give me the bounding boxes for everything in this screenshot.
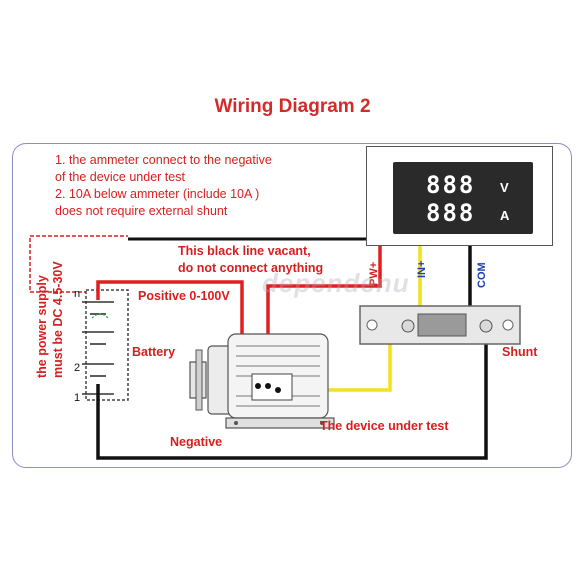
com-pin-label: COM [476,262,488,288]
current-digits: 888 [426,199,476,227]
power-supply-outline [29,235,128,293]
shunt-component [359,305,521,345]
battery-green-dash [91,313,109,319]
device-under-test-motor [189,333,335,429]
device-under-test-label: The device under test [320,419,449,433]
black-line-note-line: do not connect anything [178,261,324,275]
black-line-note: This black line vacant, do not connect a… [178,243,323,277]
battery-label: Battery [132,345,176,359]
note-line: 1. the ammeter connect to the negative [55,153,272,167]
black-line-note-line: This black line vacant, [178,244,311,258]
power-supply-line: must be DC 4.5-30V [51,261,65,378]
negative-label: Negative [170,435,223,449]
watermark: dependenu [262,268,410,298]
diagram-frame [12,143,572,468]
volt-unit: V [500,180,509,195]
diagram-title: Wiring Diagram 2 [214,96,371,117]
positive-label: Positive 0-100V [138,289,230,303]
meter-display [393,162,533,234]
voltage-digits: 888 [426,171,476,199]
battery-mark-n: n [74,288,81,300]
note-line: 2. 10A below ammeter (include 10A ) [55,187,260,201]
notes-block: 1. the ammeter connect to the negative o… [55,152,272,220]
battery-body [85,289,129,401]
shunt-label: Shunt [502,345,538,359]
in-pin-label: IN+ [416,260,428,278]
battery-mark-2: 2 [74,362,81,374]
note-line: of the device under test [55,170,185,184]
power-supply-line: the power supply [35,275,49,378]
battery-mark-1: 1 [74,392,81,404]
note-line: does not require external shunt [55,204,228,218]
negative-wire [96,330,488,460]
amp-unit: A [500,208,510,223]
power-supply-label: the power supply must be DC 4.5-30V [34,261,66,378]
